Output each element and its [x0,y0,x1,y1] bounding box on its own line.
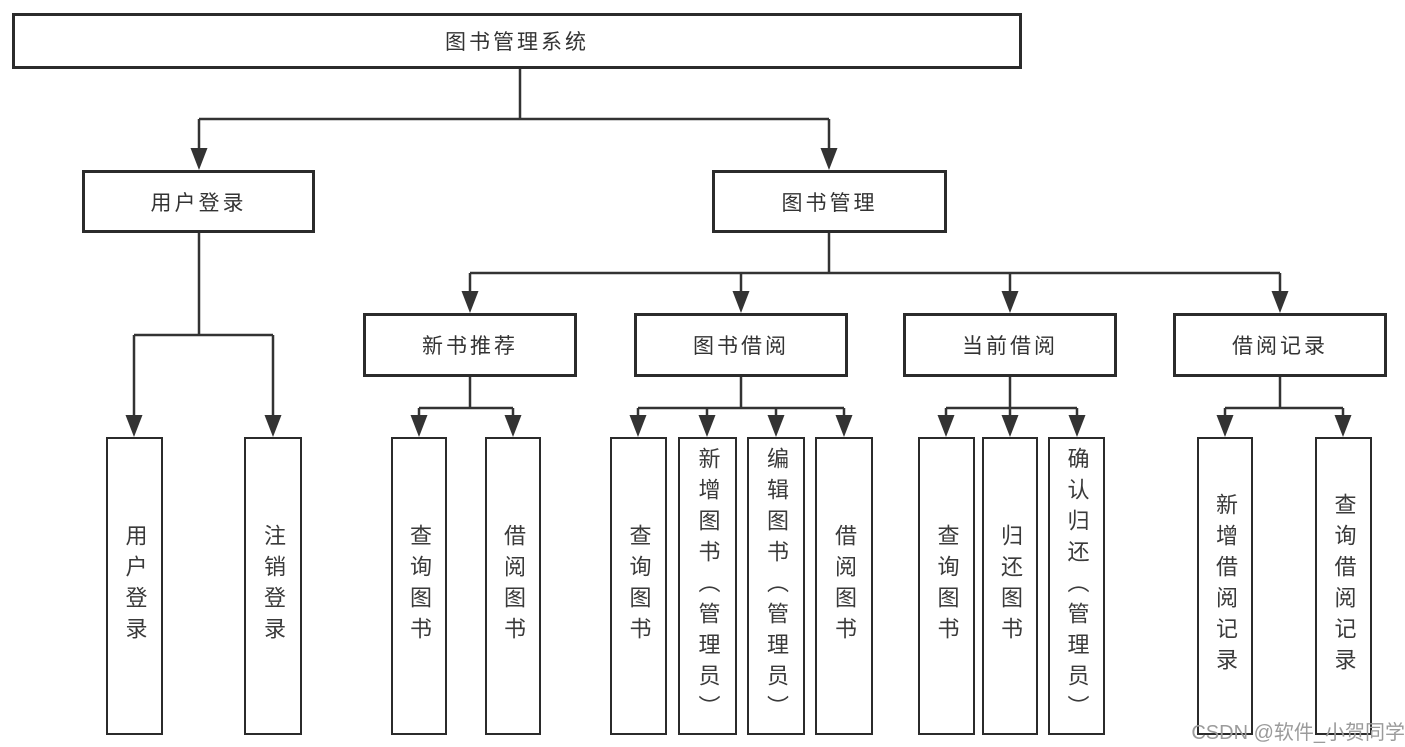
leaf-bb-borrow-books-label: 借阅图书 [832,524,857,648]
leaf-bb-edit-books-admin-label: 编辑图书（管理员） [764,446,789,726]
node-current-borrow-label: 当前借阅 [962,335,1058,358]
node-book-borrow-label: 图书借阅 [693,335,789,358]
leaf-cb-query-books: 查询图书 [918,437,975,735]
node-borrow-records-label: 借阅记录 [1232,335,1328,358]
leaf-br-query-record: 查询借阅记录 [1315,437,1372,735]
node-user-login-label: 用户登录 [150,191,247,215]
leaf-bb-add-books-admin-label: 新增图书（管理员） [695,446,721,726]
connector-arrowheads [125,148,1352,437]
node-user-login: 用户登录 [82,170,315,233]
leaf-logout: 注销登录 [244,437,302,735]
leaf-br-add-record-label: 新增借阅记录 [1213,493,1238,679]
watermark: CSDN @软件_小贺同学 [1191,722,1405,744]
connector-lines [132,69,1345,416]
leaf-cb-confirm-return-admin: 确认归还（管理员） [1048,437,1105,735]
leaf-cb-return-books-label: 归还图书 [998,524,1023,648]
leaf-bb-borrow-books: 借阅图书 [815,437,873,735]
node-new-book-rec-label: 新书推荐 [422,335,518,358]
leaf-nbr-query-books: 查询图书 [391,437,447,735]
leaf-nbr-borrow-books: 借阅图书 [485,437,541,735]
node-book-mgmt-label: 图书管理 [781,191,878,215]
node-root: 图书管理系统 [12,13,1022,69]
leaf-bb-query-books: 查询图书 [610,437,667,735]
leaf-cb-query-books-label: 查询图书 [934,524,960,648]
leaf-user-login: 用户登录 [106,437,163,735]
leaf-cb-confirm-return-admin-label: 确认归还（管理员） [1064,446,1090,726]
leaf-br-add-record: 新增借阅记录 [1197,437,1253,735]
node-new-book-rec: 新书推荐 [363,313,577,377]
leaf-cb-return-books: 归还图书 [982,437,1038,735]
node-current-borrow: 当前借阅 [903,313,1117,377]
node-root-label: 图书管理系统 [445,31,589,54]
leaf-nbr-query-books-label: 查询图书 [407,524,432,648]
leaf-bb-add-books-admin: 新增图书（管理员） [678,437,737,735]
leaf-br-query-record-label: 查询借阅记录 [1331,493,1357,679]
leaf-bb-edit-books-admin: 编辑图书（管理员） [747,437,805,735]
node-book-mgmt: 图书管理 [712,170,947,233]
node-book-borrow: 图书借阅 [634,313,848,377]
leaf-user-login-label: 用户登录 [122,524,148,648]
node-borrow-records: 借阅记录 [1173,313,1387,377]
leaf-nbr-borrow-books-label: 借阅图书 [501,524,526,648]
leaf-logout-label: 注销登录 [261,524,286,648]
leaf-bb-query-books-label: 查询图书 [626,524,652,648]
